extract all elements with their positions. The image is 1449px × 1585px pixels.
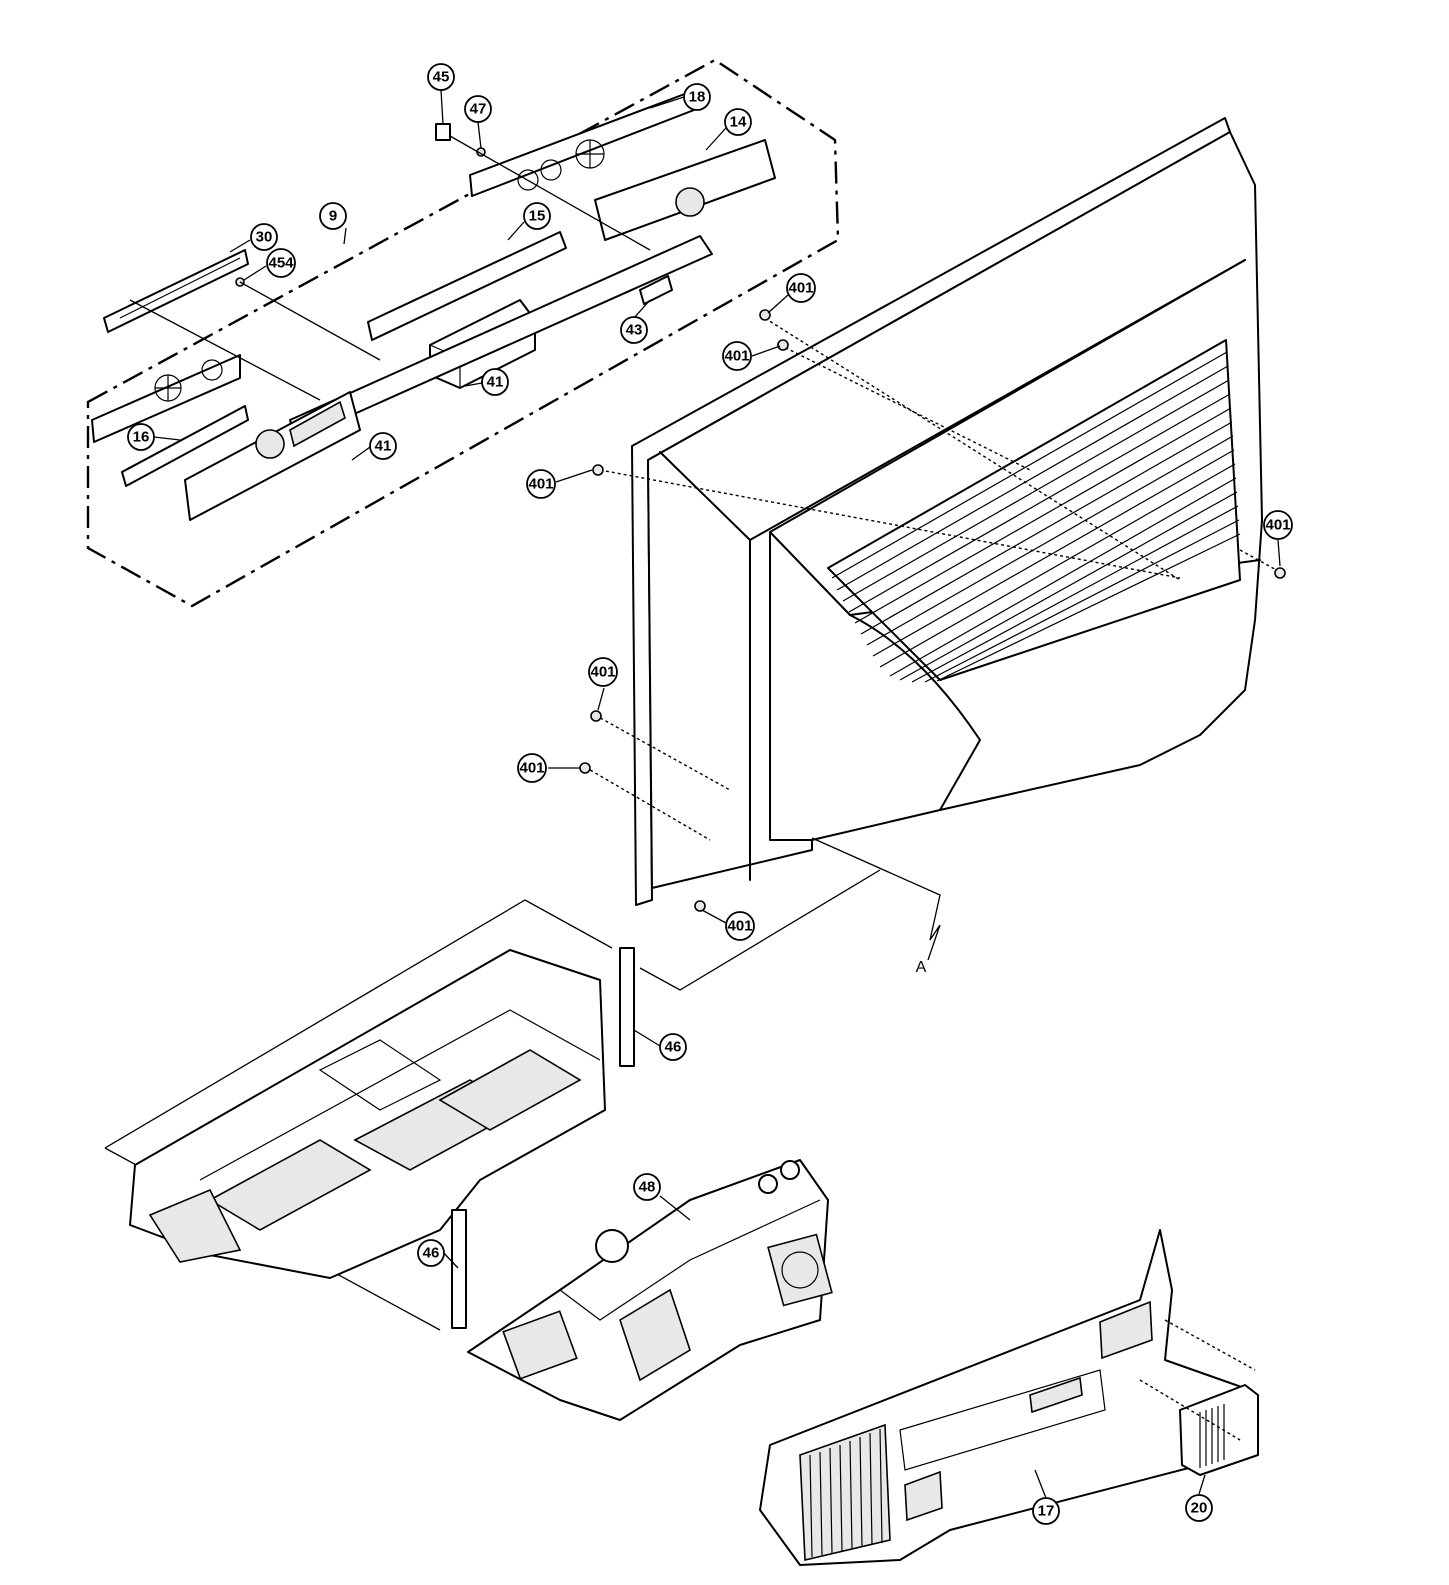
svg-text:45: 45 bbox=[433, 69, 450, 86]
screw-401g bbox=[694, 900, 706, 912]
screw-401f bbox=[1274, 567, 1286, 579]
svg-text:47: 47 bbox=[470, 101, 487, 118]
svg-text:9: 9 bbox=[329, 208, 337, 225]
main-chassis-48 bbox=[467, 1159, 833, 1421]
callout-454: 454 bbox=[266, 248, 296, 278]
callout-47: 47 bbox=[464, 95, 492, 123]
callout-16: 16 bbox=[127, 423, 155, 451]
callout-401-g: 401 bbox=[725, 911, 755, 941]
svg-text:20: 20 bbox=[1191, 1500, 1208, 1517]
callouts: 45 47 18 14 9 30 454 15 43 41 41 16 401 … bbox=[127, 63, 1293, 1525]
vent-grille bbox=[827, 339, 1241, 683]
callout-401-b: 401 bbox=[786, 273, 816, 303]
base-outline bbox=[104, 869, 881, 1149]
bracket-30 bbox=[103, 249, 249, 333]
callout-46-upper: 46 bbox=[659, 1033, 687, 1061]
svg-text:17: 17 bbox=[1038, 1503, 1055, 1520]
svg-text:401: 401 bbox=[519, 760, 544, 777]
leader-lines bbox=[153, 89, 1281, 1499]
callout-401-c: 401 bbox=[722, 341, 752, 371]
callout-17: 17 bbox=[1032, 1497, 1060, 1525]
svg-text:401: 401 bbox=[528, 476, 553, 493]
callout-45: 45 bbox=[427, 63, 455, 91]
svg-text:401: 401 bbox=[590, 664, 615, 681]
svg-text:48: 48 bbox=[639, 1179, 656, 1196]
cabinet bbox=[579, 117, 1286, 961]
callout-18: 18 bbox=[683, 83, 711, 111]
board-16 bbox=[121, 405, 249, 487]
front-panel-subassembly bbox=[86, 58, 840, 608]
callout-41-upper: 41 bbox=[481, 368, 509, 396]
svg-text:401: 401 bbox=[1265, 517, 1290, 534]
svg-text:43: 43 bbox=[626, 322, 643, 339]
bar-15 bbox=[367, 231, 567, 341]
screw-401b bbox=[759, 309, 771, 321]
strip-46a bbox=[619, 947, 635, 1067]
back-panel bbox=[759, 1229, 1259, 1566]
svg-text:46: 46 bbox=[423, 1245, 440, 1262]
callout-9: 9 bbox=[319, 202, 347, 230]
callout-401-d: 401 bbox=[1263, 510, 1293, 540]
strip-46b bbox=[451, 1209, 467, 1329]
callout-401-a: 401 bbox=[526, 469, 556, 499]
reference-letter-a: A bbox=[916, 959, 927, 976]
svg-text:401: 401 bbox=[788, 280, 813, 297]
callout-41-lower: 41 bbox=[369, 432, 397, 460]
chassis-tray bbox=[129, 949, 606, 1279]
callout-401-f: 401 bbox=[517, 753, 547, 783]
screw-401a bbox=[592, 464, 604, 476]
callout-43: 43 bbox=[620, 316, 648, 344]
svg-text:18: 18 bbox=[689, 89, 706, 106]
svg-text:30: 30 bbox=[256, 229, 273, 246]
callout-46-lower: 46 bbox=[417, 1239, 445, 1267]
svg-text:401: 401 bbox=[727, 918, 752, 935]
svg-text:41: 41 bbox=[375, 438, 392, 455]
part-43 bbox=[639, 275, 673, 305]
subassembly-boundary bbox=[86, 58, 840, 608]
callout-20: 20 bbox=[1185, 1494, 1213, 1522]
screw-401e bbox=[579, 762, 591, 774]
svg-text:454: 454 bbox=[268, 255, 294, 272]
callout-14: 14 bbox=[724, 108, 752, 136]
svg-text:14: 14 bbox=[730, 114, 747, 131]
callout-401-e: 401 bbox=[588, 657, 618, 687]
callout-30: 30 bbox=[250, 223, 278, 251]
screw-401d bbox=[590, 710, 602, 722]
svg-text:401: 401 bbox=[724, 348, 749, 365]
part-45 bbox=[435, 123, 451, 141]
svg-text:46: 46 bbox=[665, 1039, 682, 1056]
svg-text:16: 16 bbox=[133, 429, 150, 446]
callout-48: 48 bbox=[633, 1173, 661, 1201]
panel-lower bbox=[91, 354, 241, 443]
svg-text:41: 41 bbox=[487, 374, 504, 391]
screw-401c bbox=[777, 339, 789, 351]
callout-15: 15 bbox=[523, 202, 551, 230]
svg-text:15: 15 bbox=[529, 208, 546, 225]
